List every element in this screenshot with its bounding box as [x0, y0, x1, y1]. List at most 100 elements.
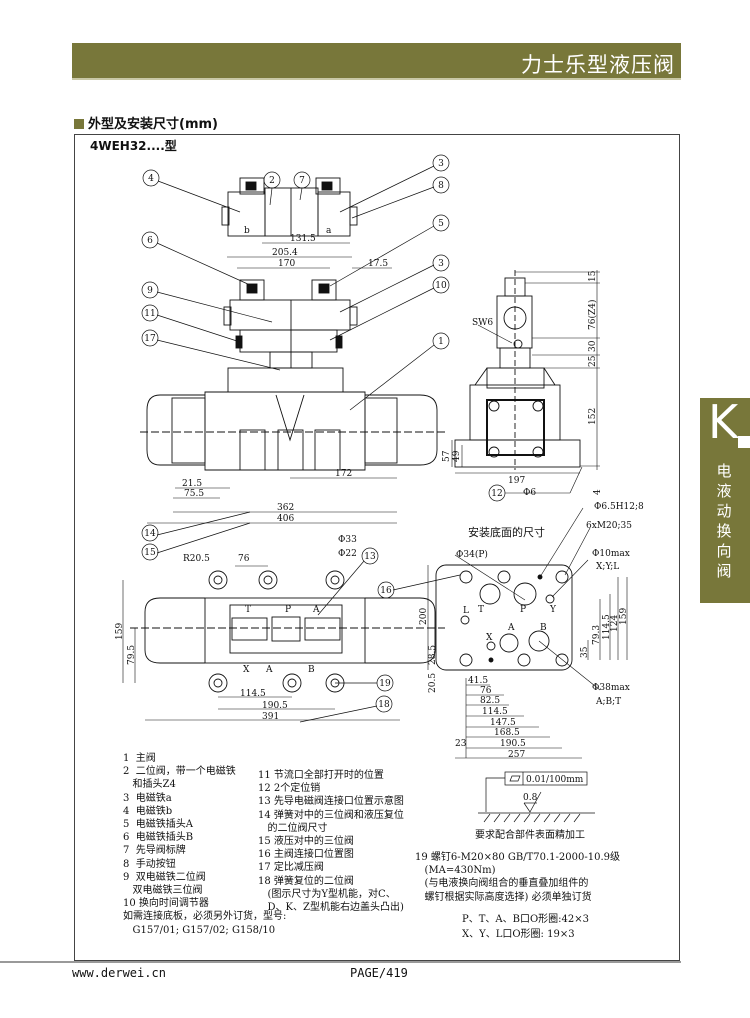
dim-21-5: 21.5 [182, 479, 202, 489]
port-x: X [243, 665, 250, 675]
sw6-label: SW6 [472, 318, 493, 328]
footer-divider [0, 961, 681, 963]
side-tab-notch [738, 436, 750, 448]
legend-notes-middle: 11 节流口全部打开时的位置 12 2个定位销 13 先导电磁阀连接口位置示意图… [258, 770, 404, 914]
phi-38-max: Φ38max [592, 683, 630, 693]
callouts [141, 154, 506, 723]
port-a: A [265, 665, 273, 675]
dim-362: 362 [277, 503, 294, 513]
dim-406: 406 [277, 514, 294, 524]
dim-57: 57 [442, 450, 452, 462]
callout-18: 18 [378, 700, 390, 710]
section-title: 外型及安装尺寸(mm) [74, 113, 218, 132]
r20-5: R20.5 [183, 554, 210, 564]
section-title-text: 外型及安装尺寸(mm) [88, 117, 218, 132]
h-190-5: 190.5 [500, 739, 526, 749]
h-41-5: 41.5 [468, 676, 488, 686]
dim-35: 35 [580, 646, 590, 658]
legend-notes-right: 19 螺钉6-M20×80 GB/T70.1-2000-10.9级 (MA=43… [415, 852, 621, 903]
model-label: 4WEH32....型 [90, 139, 177, 153]
dim-114-5-v: 114.5 [602, 614, 612, 640]
callout-14: 14 [144, 529, 156, 539]
callout-5: 5 [438, 219, 444, 229]
h-76: 76 [480, 686, 492, 696]
mf-port-b: B [540, 623, 547, 633]
h-114-5: 114.5 [482, 707, 508, 717]
dim-152: 152 [588, 408, 598, 425]
port-a-top: A [312, 605, 320, 615]
footer-page-number: PAGE/419 [350, 966, 408, 980]
callout-3b: 3 [438, 259, 444, 269]
flatness-value: 0.01/100mm [526, 775, 584, 785]
phi-33: Φ33 [338, 535, 357, 545]
dim-76-z4: 76(Z4) [587, 300, 598, 330]
callout-13: 13 [364, 552, 376, 562]
side-view [454, 270, 581, 470]
dim-79-5: 79.5 [127, 645, 137, 665]
dim-124: 124 [610, 615, 620, 632]
front-dimensions [147, 242, 397, 524]
dim-172: 172 [335, 469, 352, 479]
dim-391: 391 [262, 712, 279, 722]
dim-30: 30 [588, 340, 598, 352]
dim-20-5: 20.5 [428, 673, 438, 693]
bullet-square-icon [74, 119, 84, 129]
callout-7: 7 [299, 176, 305, 186]
dim-25: 25 [588, 355, 598, 367]
bottom-view [130, 570, 445, 693]
pilot-b-label: b [244, 226, 250, 236]
callout-9: 9 [147, 286, 153, 296]
callout-2: 2 [269, 176, 275, 186]
mf-port-t: T [478, 605, 484, 615]
phi-6-5: Φ6.5H12;8 [594, 502, 644, 512]
h-168-5: 168.5 [494, 728, 520, 738]
dim-159-v: 159 [619, 608, 629, 625]
mf-port-l: L [463, 606, 469, 616]
callout-3: 3 [438, 159, 444, 169]
callout-16: 16 [380, 586, 392, 596]
mf-port-x: X [486, 633, 493, 643]
h-23: 23 [455, 739, 467, 749]
dim-114-5: 114.5 [240, 689, 266, 699]
callout-1: 1 [438, 337, 444, 347]
pilot-valve-assembly [223, 279, 358, 369]
dim-4: 4 [593, 489, 603, 495]
pilot-valve-top: b a [221, 177, 358, 237]
dim-200: 200 [419, 608, 429, 625]
header-bar: 力士乐型液压阀 [72, 43, 681, 80]
mf-port-p: P [520, 605, 526, 615]
port-b: B [308, 665, 315, 675]
phi-22: Φ22 [338, 549, 357, 559]
port-t: T [245, 605, 251, 615]
h-147-5: 147.5 [490, 718, 516, 728]
mf-port-a: A [507, 623, 515, 633]
main-valve-front [140, 367, 445, 471]
port-p: P [285, 605, 291, 615]
callout-11: 11 [144, 309, 155, 319]
h-82-5: 82.5 [480, 696, 500, 706]
dim-49: 49 [452, 450, 462, 462]
legend-notes-left: 1 主阀 2 二位阀，带一个电磁铁 和插头Z4 3 电磁铁a 4 电磁铁b 5 … [123, 753, 287, 936]
footer-website[interactable]: www.derwei.cn [72, 966, 166, 980]
phi-6: Φ6 [523, 488, 536, 498]
dim-159: 159 [115, 623, 125, 640]
phi-10-max: Φ10max [592, 549, 630, 559]
dim-76-bottom: 76 [238, 554, 250, 564]
callout-8: 8 [438, 181, 444, 191]
xyl-label: X;Y;L [596, 562, 619, 572]
header-title: 力士乐型液压阀 [521, 53, 675, 77]
mounting-face [435, 564, 573, 671]
callout-6: 6 [147, 236, 153, 246]
callout-4: 4 [148, 174, 154, 184]
roughness-value: 0.8 [523, 793, 538, 803]
dim-131-5: 131.5 [290, 234, 316, 244]
side-tab-label: 电液动换向阀 [716, 462, 732, 580]
abt-label: A;B;T [595, 697, 621, 707]
side-tab[interactable]: K 电液动换向阀 [700, 398, 750, 603]
surface-finish-symbol [478, 771, 595, 823]
side-dimensions [451, 270, 600, 494]
phi-34-p: Φ34(P) [456, 549, 488, 560]
bottom-dimensions [122, 565, 400, 721]
dim-190-5: 190.5 [262, 701, 288, 711]
